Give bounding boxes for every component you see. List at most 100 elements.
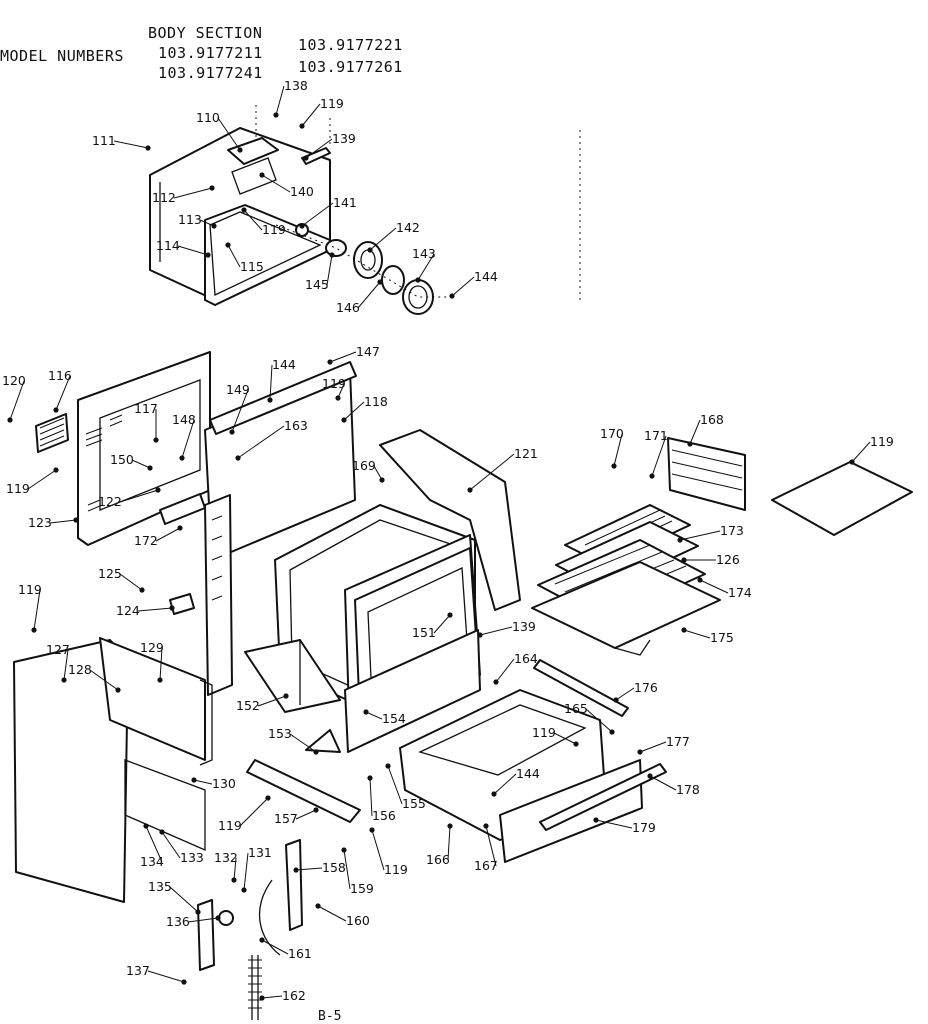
- callout-176: 176: [613, 680, 658, 703]
- callout-number: 111: [92, 133, 116, 148]
- callout-123: 123: [28, 515, 79, 530]
- fastener-dot: [447, 612, 453, 618]
- leader-line: [257, 695, 287, 707]
- fastener-dot: [649, 473, 655, 479]
- fastener-dot: [159, 829, 165, 835]
- clip-124: [169, 593, 195, 615]
- callout-number: 161: [288, 946, 312, 961]
- leader-line: [683, 629, 711, 639]
- callout-number: 163: [284, 418, 308, 433]
- fastener-dot: [367, 247, 373, 253]
- callout-number: 177: [666, 734, 690, 749]
- leader-line: [147, 970, 185, 983]
- fastener-dot: [313, 749, 319, 755]
- spring-162: [251, 955, 259, 1020]
- callout-number: 145: [305, 277, 329, 292]
- callout-120: 120: [2, 373, 26, 423]
- callout-number: 178: [676, 782, 700, 797]
- callout-number: 157: [274, 811, 298, 826]
- fastener-dot: [259, 995, 265, 1001]
- fastener-dot: [169, 605, 175, 611]
- leader-line: [161, 831, 181, 859]
- callout-number: 150: [110, 452, 134, 467]
- leader-line: [613, 433, 623, 467]
- callout-158: 158: [293, 860, 346, 875]
- fastener-dot: [327, 359, 333, 365]
- fastener-dot: [273, 112, 279, 118]
- knob-145: [325, 239, 347, 257]
- callout-number: 118: [364, 394, 388, 409]
- callout-number: 176: [634, 680, 658, 695]
- side-panel-126: [13, 639, 129, 903]
- callout-number: 139: [512, 619, 536, 634]
- clip-153: [305, 729, 341, 753]
- vent-slots: [85, 414, 123, 512]
- callout-number: 160: [346, 913, 370, 928]
- callout-179: 179: [593, 817, 656, 835]
- leader-line: [243, 209, 263, 231]
- fastener-dot: [179, 455, 185, 461]
- callout-164: 164: [493, 651, 538, 685]
- leader-line: [113, 140, 149, 149]
- leader-line: [63, 649, 69, 681]
- callout-167: 167: [474, 823, 498, 873]
- callout-119: 119: [299, 96, 344, 129]
- callout-115: 115: [225, 242, 264, 274]
- callout-number: 179: [632, 820, 656, 835]
- fastener-dot: [145, 145, 151, 151]
- callout-number: 141: [333, 195, 357, 210]
- callout-163: 163: [235, 418, 308, 461]
- callout-number: 174: [728, 585, 752, 600]
- leader-line: [275, 85, 285, 116]
- fastener-dot: [265, 795, 271, 801]
- callout-number: 129: [140, 640, 164, 655]
- callout-122: 122: [98, 487, 161, 509]
- leader-line: [159, 647, 163, 681]
- callout-number: 140: [290, 184, 314, 199]
- callout-number: 119: [870, 434, 894, 449]
- callout-152: 152: [236, 693, 289, 713]
- callout-number: 119: [218, 818, 242, 833]
- callout-168: 168: [687, 412, 724, 447]
- fastener-dot: [687, 441, 693, 447]
- fastener-dot: [205, 252, 211, 258]
- callout-119: 119: [849, 434, 894, 465]
- callout-112: 112: [152, 185, 215, 205]
- callout-number: 142: [396, 220, 420, 235]
- callout-165: 165: [564, 701, 615, 735]
- leader-line: [317, 905, 347, 922]
- leader-line: [329, 351, 357, 363]
- callout-138: 138: [273, 78, 308, 118]
- callout-number: 136: [166, 914, 190, 929]
- callout-number: 167: [474, 858, 498, 873]
- ring-146: [381, 265, 405, 295]
- leader-line: [261, 174, 291, 193]
- leader-line: [145, 825, 163, 863]
- fastener-dot: [235, 455, 241, 461]
- callout-134: 134: [140, 823, 164, 869]
- callout-number: 169: [352, 458, 376, 473]
- callout-130: 130: [191, 776, 236, 791]
- leader-line: [553, 732, 577, 745]
- callout-119: 119: [532, 725, 579, 747]
- leader-line: [261, 939, 289, 955]
- callout-number: 119: [262, 222, 286, 237]
- leader-line: [343, 849, 351, 890]
- fastener-dot: [647, 773, 653, 779]
- callout-131: 131: [241, 845, 272, 893]
- fastener-dot: [7, 417, 13, 423]
- leader-line: [689, 419, 701, 445]
- callout-117: 117: [134, 401, 159, 443]
- fastener-dot: [329, 252, 335, 258]
- callout-number: 119: [18, 582, 42, 597]
- callout-number: 127: [46, 642, 70, 657]
- callout-number: 165: [564, 701, 588, 716]
- callout-177: 177: [637, 734, 690, 755]
- leader-line: [155, 527, 181, 542]
- leader-line: [357, 281, 381, 309]
- leader-line: [233, 857, 237, 881]
- leader-line: [651, 435, 667, 477]
- fastener-dot: [195, 909, 201, 915]
- bracket-147: [209, 361, 357, 435]
